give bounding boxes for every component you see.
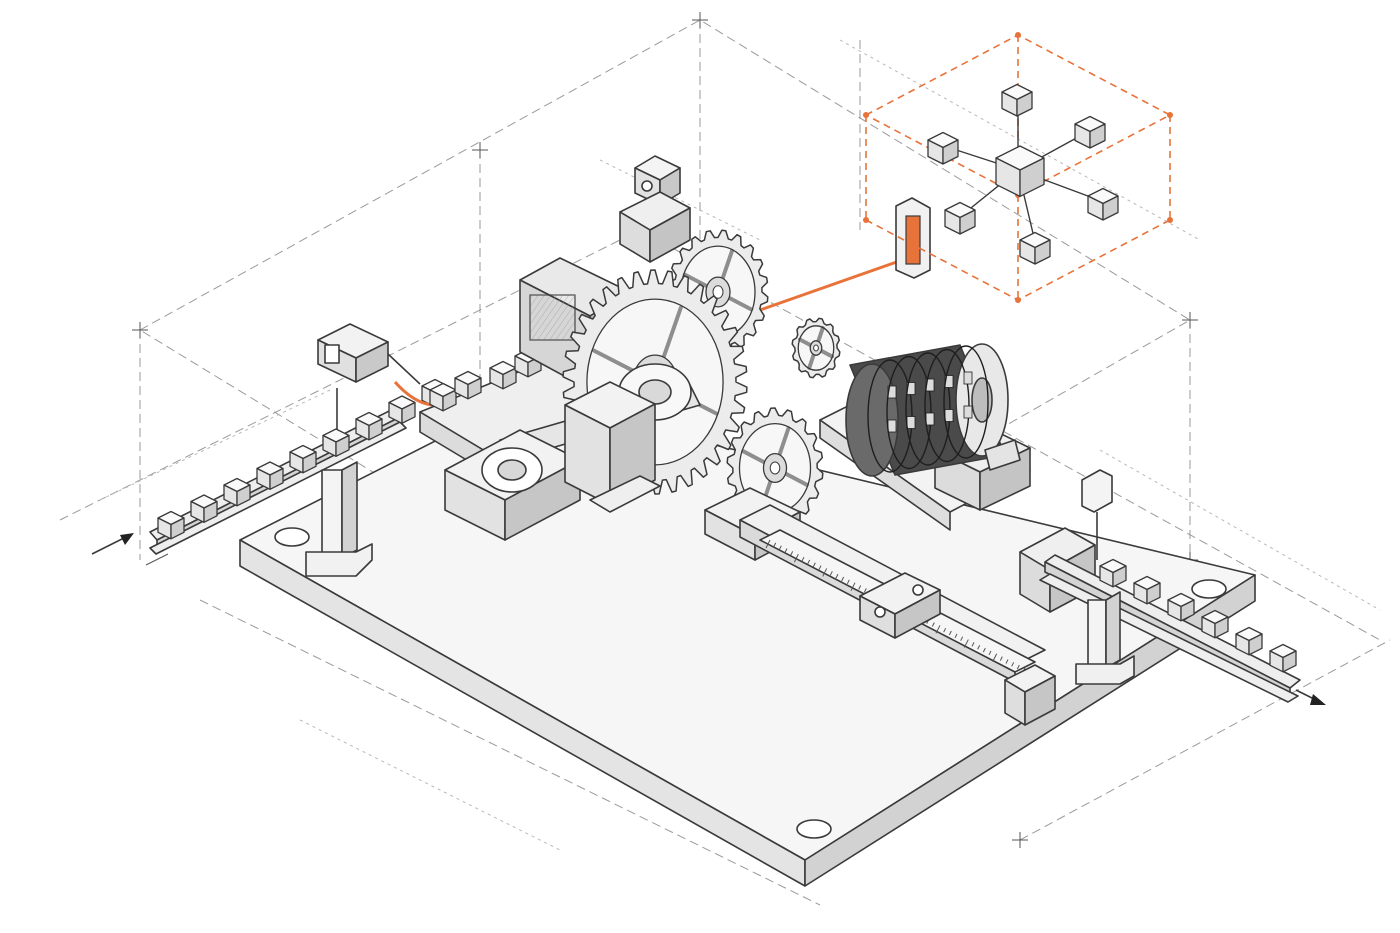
network-node-cube xyxy=(927,131,959,165)
drum-ring xyxy=(867,359,913,473)
slide-carriage xyxy=(859,572,941,639)
ruler-tick xyxy=(822,568,828,577)
network-bounding-box xyxy=(863,32,1173,303)
sensor-camera-icon xyxy=(619,155,691,263)
ruler-tick xyxy=(784,548,788,553)
input-cube xyxy=(157,510,185,540)
ruler-tick xyxy=(931,622,935,627)
ruler-tick xyxy=(773,542,777,548)
small-sprocket xyxy=(791,317,841,379)
bearing-block-center xyxy=(564,381,661,513)
network-cube-icon xyxy=(927,83,1119,265)
ruler-tick xyxy=(778,545,782,550)
accent-frame xyxy=(895,197,931,279)
measuring-slide xyxy=(739,504,1056,726)
network-node-cube xyxy=(1019,231,1051,265)
ruler-tick xyxy=(850,582,856,591)
ruler-tick xyxy=(954,633,958,639)
ruler-tick xyxy=(1005,659,1009,664)
ruler-tick xyxy=(1016,664,1020,670)
output-cube xyxy=(1201,609,1229,639)
ruler-tick xyxy=(963,639,969,648)
left-sensor xyxy=(317,323,421,385)
output-cube xyxy=(1167,592,1195,622)
ruler-tick xyxy=(801,556,805,562)
ruler-tick xyxy=(863,588,867,593)
mount-hole-front xyxy=(796,819,832,839)
ruler-tick xyxy=(835,573,839,579)
ruler-tick xyxy=(846,579,850,585)
ruler-tick xyxy=(818,565,822,570)
output-cube xyxy=(1235,626,1263,656)
drum-digit-window xyxy=(944,409,954,422)
drum-digit-window xyxy=(906,416,916,429)
ruler-tick xyxy=(960,636,964,641)
drum-body xyxy=(845,343,1009,477)
drum-digit-window xyxy=(963,405,973,419)
input-cube xyxy=(388,395,416,424)
ruler-tick xyxy=(992,653,998,663)
ruler-tick xyxy=(988,650,992,656)
drum-digit-rings xyxy=(867,345,989,473)
ruler-tick xyxy=(793,553,799,563)
drum-digit-window xyxy=(963,371,973,385)
ruler-tick xyxy=(977,645,981,650)
ruler-tick xyxy=(841,576,845,582)
ruler-tick xyxy=(982,647,986,653)
input-cube xyxy=(256,461,284,490)
bearing-block-left xyxy=(444,429,581,541)
output-cube xyxy=(1269,643,1297,673)
ruler-tick xyxy=(858,585,862,590)
ruler-tick xyxy=(935,625,941,634)
feeder-cube xyxy=(489,360,517,390)
network-node-cube xyxy=(1087,187,1119,221)
ruler-tick xyxy=(999,656,1003,661)
mount-hole-left xyxy=(274,527,310,547)
feeder-cube xyxy=(429,382,457,412)
ruler-tick xyxy=(790,551,794,556)
network-node-cube xyxy=(944,201,976,235)
input-cube xyxy=(322,428,350,457)
network-node-cube xyxy=(1074,115,1106,149)
output-cubes xyxy=(1099,558,1297,673)
drum-digit-window xyxy=(925,412,935,426)
mount-hole-right xyxy=(1191,579,1227,599)
ruler-tick xyxy=(971,642,975,647)
arrow-in-icon xyxy=(91,533,169,566)
drum-digit-window xyxy=(887,419,897,433)
ruler-tick xyxy=(1011,662,1015,667)
drum-ring xyxy=(886,355,932,470)
ruler-ticks xyxy=(765,539,1026,677)
output-cube xyxy=(1133,575,1161,605)
bearing-blocks xyxy=(444,381,801,561)
drum-ring xyxy=(924,348,970,463)
drum-ring xyxy=(943,345,989,459)
ruler-tick xyxy=(829,571,833,576)
input-cube xyxy=(223,477,251,507)
ruler-tick xyxy=(943,627,947,633)
slide-end-block xyxy=(1004,664,1056,726)
counter-drum xyxy=(819,343,1031,531)
input-cube xyxy=(355,411,383,441)
network-hub-cube xyxy=(995,145,1045,198)
input-cube xyxy=(289,444,317,474)
input-cube xyxy=(190,494,218,523)
ruler-tick xyxy=(765,539,771,549)
ruler-tick xyxy=(807,559,811,565)
output-cube xyxy=(1099,558,1127,588)
arrow-out-icon xyxy=(1295,689,1326,705)
drum-ring xyxy=(905,352,951,466)
ruler-tick xyxy=(948,630,952,636)
ruler-tick xyxy=(812,562,816,567)
output-conveyor xyxy=(1019,469,1301,703)
feeder-cube xyxy=(454,370,482,400)
network-node-cube xyxy=(1001,83,1033,117)
